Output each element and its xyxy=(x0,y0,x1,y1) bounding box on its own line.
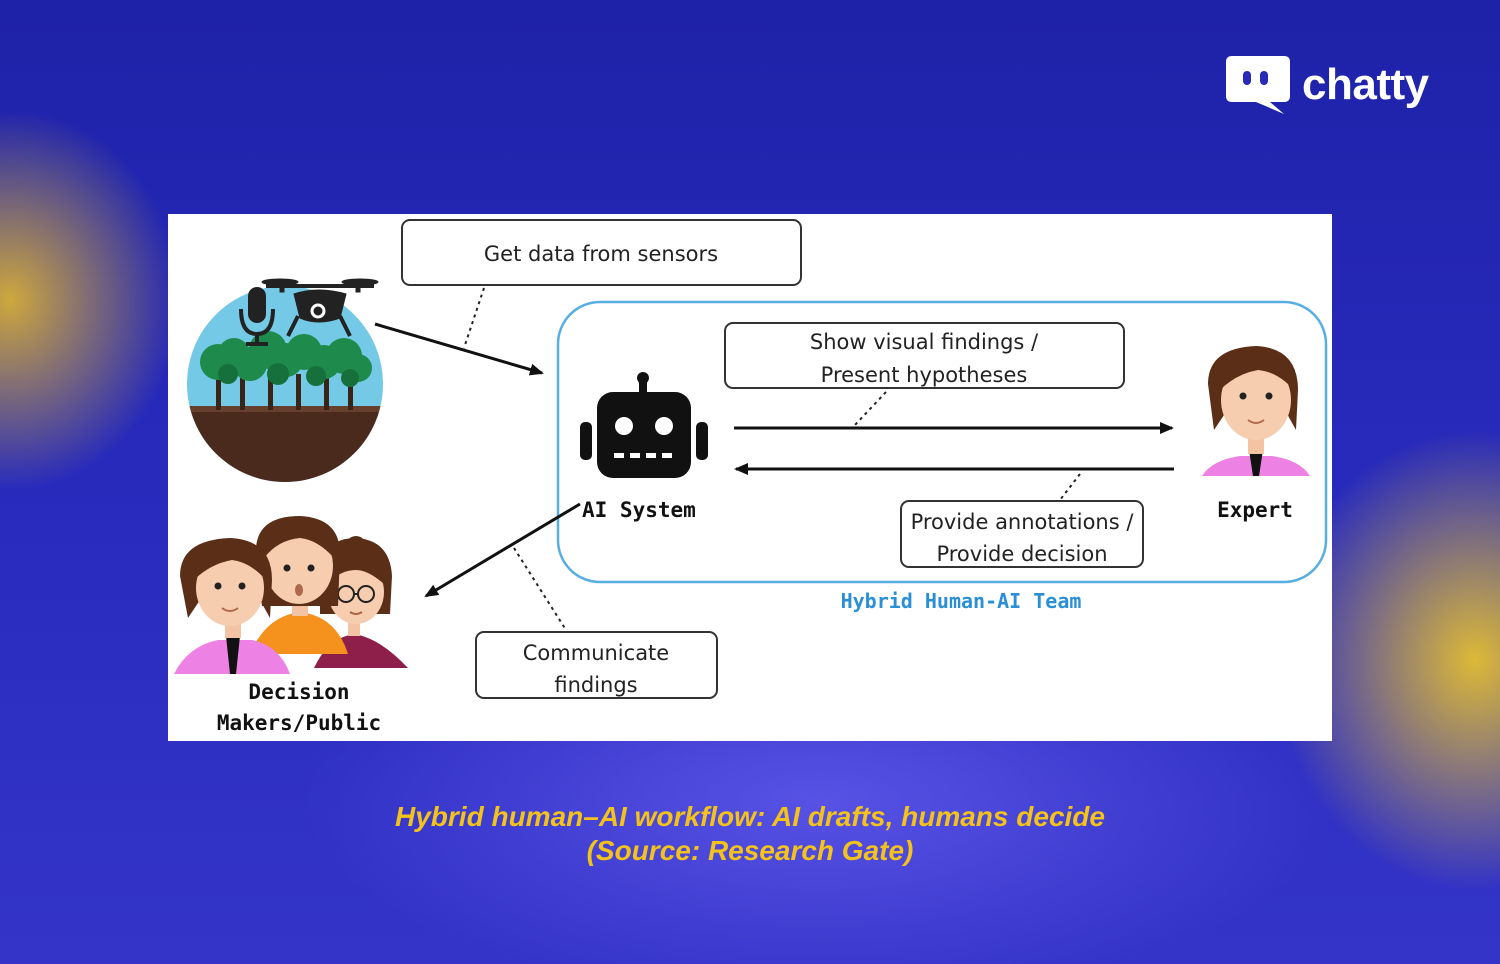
hybrid-team-container xyxy=(556,300,1328,584)
workflow-diagram: Hybrid Human-AI Team Get data from senso… xyxy=(174,219,1328,735)
arrow-sensors-to-ai xyxy=(374,322,544,376)
decision-makers-line1: Decision xyxy=(248,680,349,704)
hybrid-team-label: Hybrid Human-AI Team xyxy=(841,589,1082,613)
caption-line1: Hybrid human–AI workflow: AI drafts, hum… xyxy=(395,801,1105,832)
annotations-line1: Provide annotations / xyxy=(911,510,1135,534)
sensors-box xyxy=(401,219,802,286)
annotations-line2: Provide decision xyxy=(936,542,1107,566)
diagram-panel: Hybrid Human-AI Team Get data from senso… xyxy=(168,214,1332,741)
visual-findings-line1: Show visual findings / xyxy=(810,330,1039,354)
ai-system-label: AI System xyxy=(582,498,696,522)
visual-findings-box xyxy=(724,322,1125,389)
annotations-box xyxy=(900,500,1144,568)
communicate-line2: findings xyxy=(554,673,637,697)
visual-findings-line2: Present hypotheses xyxy=(821,363,1028,387)
decision-makers-group xyxy=(174,516,408,674)
brand-name: chatty xyxy=(1302,60,1429,109)
chat-bubble-icon xyxy=(1226,56,1290,114)
visual-findings-connector xyxy=(853,391,887,427)
communicate-box xyxy=(475,631,718,699)
expert-avatar xyxy=(1202,346,1310,476)
robot-icon xyxy=(580,372,708,478)
drone-icon xyxy=(261,278,379,337)
communicate-connector xyxy=(513,547,567,631)
caption-line2: (Source: Research Gate) xyxy=(586,835,914,866)
expert-label: Expert xyxy=(1217,498,1293,522)
arrow-ai-to-public xyxy=(424,502,581,598)
annotations-connector xyxy=(1059,473,1081,501)
communicate-line1: Communicate xyxy=(523,641,669,665)
sensors-box-label: Get data from sensors xyxy=(484,242,718,266)
chatty-logo[interactable]: chatty xyxy=(1226,56,1429,114)
decision-makers-line2: Makers/Public xyxy=(217,711,381,735)
sensors-connector xyxy=(463,287,485,349)
microphone-icon xyxy=(239,287,275,346)
field-sensor-scene xyxy=(187,278,383,482)
